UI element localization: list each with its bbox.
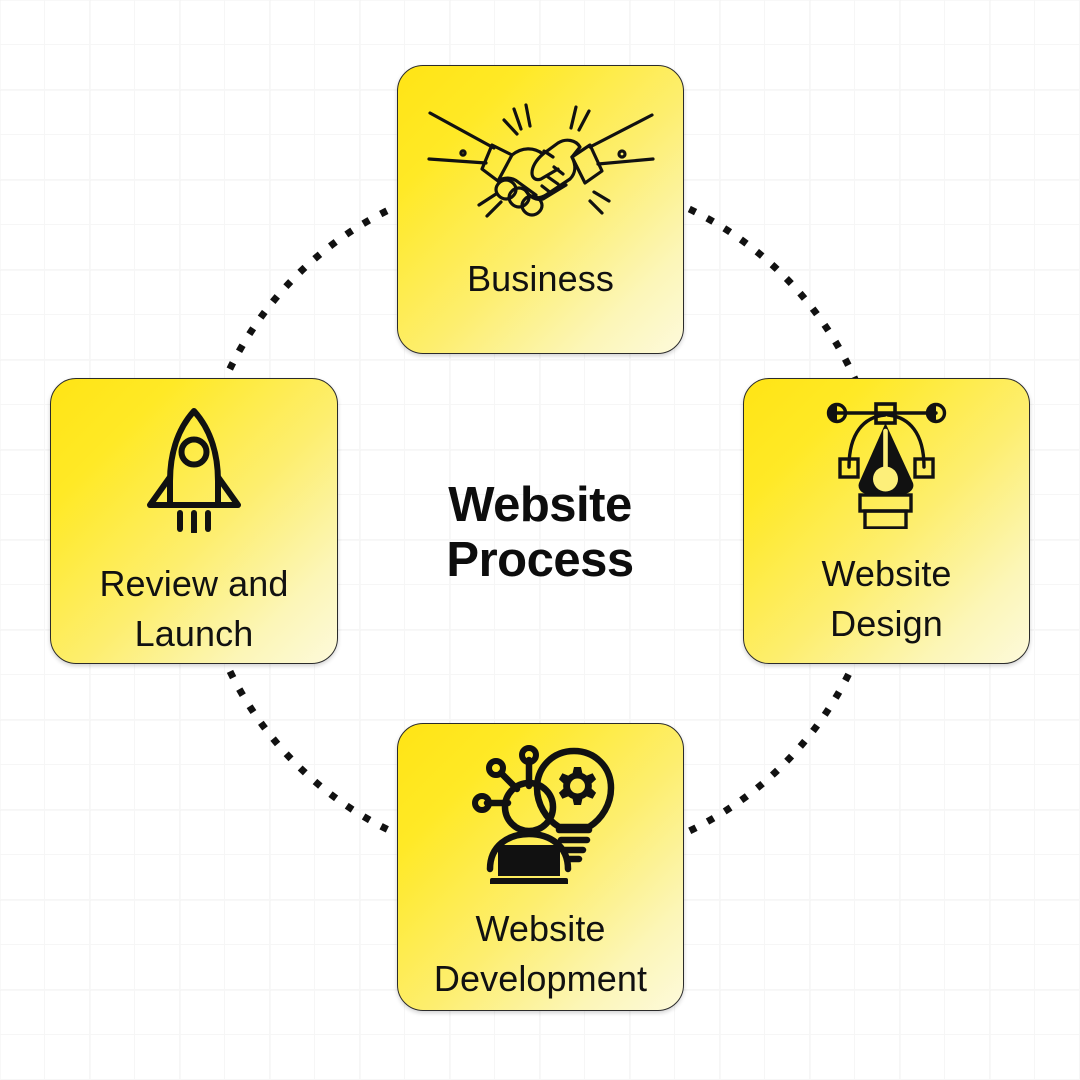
node-label-line1: Website: [475, 908, 606, 949]
pen-tool-icon: [744, 395, 1029, 531]
node-label-line2: Design: [830, 602, 943, 644]
node-card-website-design[interactable]: Website Design: [743, 378, 1030, 664]
node-label-line1: Review and: [99, 563, 289, 604]
node-label-line2: Launch: [134, 612, 254, 654]
node-label-line1: Business: [467, 258, 614, 299]
node-label-line2: Development: [433, 957, 648, 999]
node-label-business: Business: [398, 254, 683, 304]
rocket-icon: [51, 401, 337, 537]
node-label-line1: Website: [821, 553, 952, 594]
diagram-title-line1: Website: [448, 478, 632, 532]
node-label-website-development: Website Development: [398, 904, 683, 1003]
node-label-website-design: Website Design: [744, 549, 1029, 648]
node-card-website-development[interactable]: Website Development: [397, 723, 684, 1011]
handshake-icon: [398, 80, 683, 230]
node-label-review-and-launch: Review and Launch: [51, 559, 337, 658]
node-card-business[interactable]: Business: [397, 65, 684, 354]
developer-idea-icon: [398, 738, 683, 888]
node-card-review-and-launch[interactable]: Review and Launch: [50, 378, 338, 664]
diagram-title-line2: Process: [446, 532, 634, 587]
diagram-title: Website Process: [390, 478, 690, 588]
